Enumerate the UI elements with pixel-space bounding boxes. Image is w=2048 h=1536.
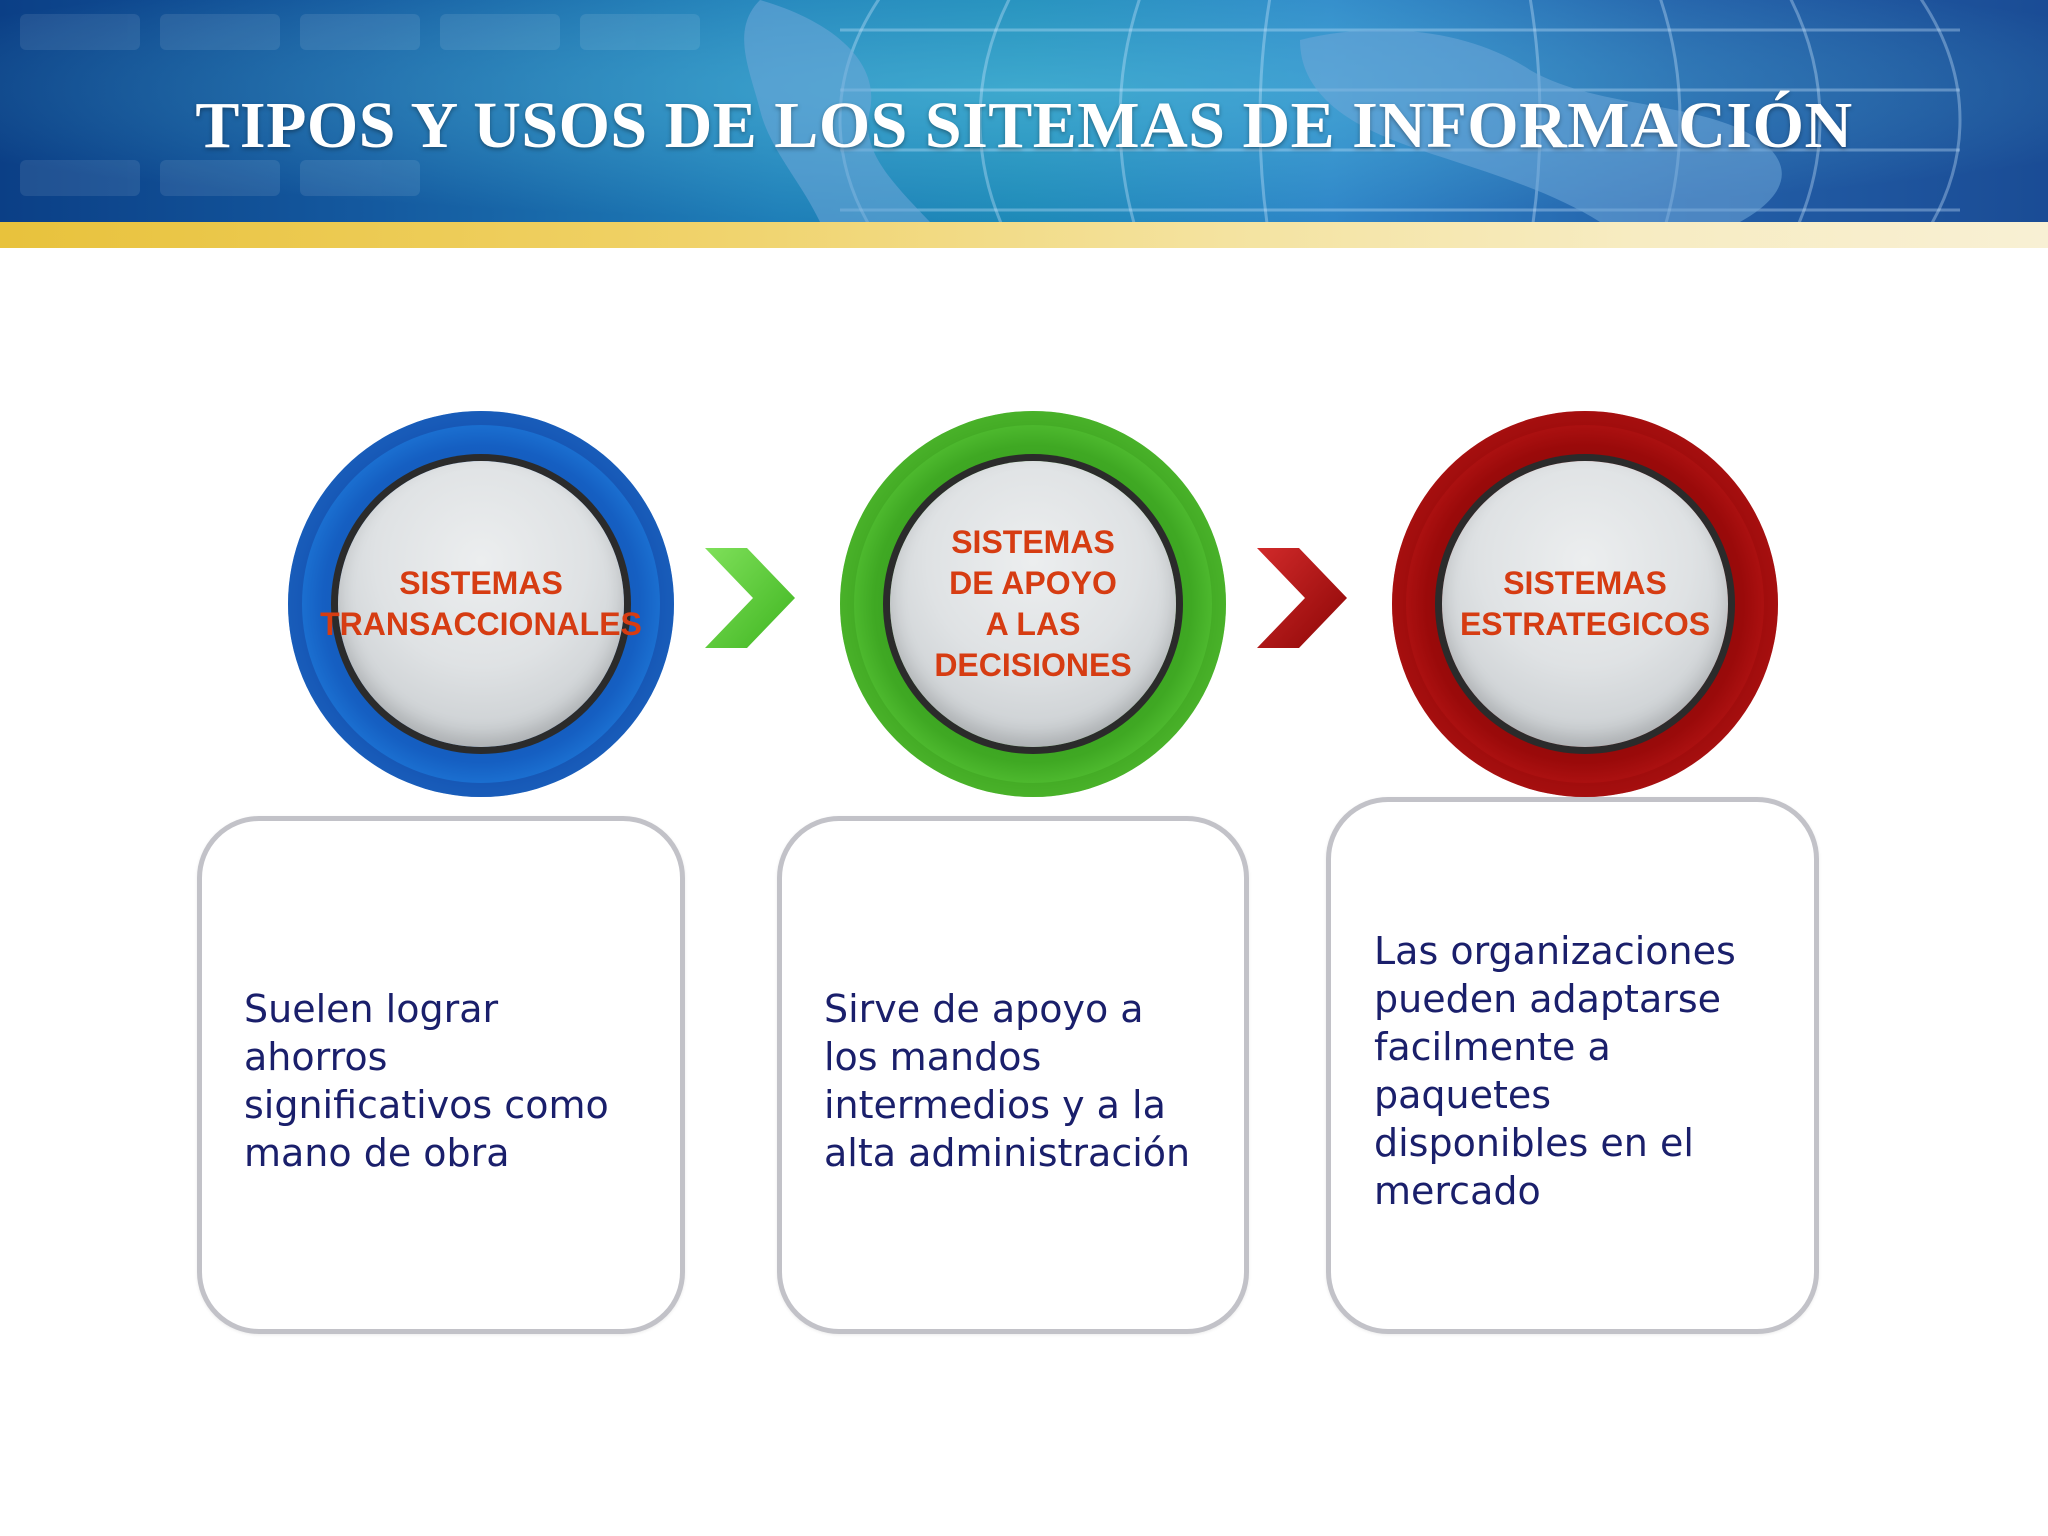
circle-sistemas-de-apoyo: SISTEMAS DE APOYO A LAS DECISIONES xyxy=(840,411,1226,797)
circle-label-line: DECISIONES xyxy=(934,647,1132,683)
circle-label-line: SISTEMAS xyxy=(951,524,1115,560)
page-title: TIPOS Y USOS DE LOS SITEMAS DE INFORMACI… xyxy=(195,89,1853,162)
circle-label-line: SISTEMAS xyxy=(399,565,563,601)
description-text: Suelen lograr ahorros significativos com… xyxy=(244,987,609,1175)
circle-inner xyxy=(890,461,1176,747)
circle-label-line: DE APOYO xyxy=(949,565,1117,601)
divider-bar xyxy=(0,222,2048,248)
description-text: Las organizaciones pueden adaptarse faci… xyxy=(1374,929,1736,1213)
description-box-estrategicos: Las organizaciones pueden adaptarse faci… xyxy=(1326,797,1819,1334)
circle-inner xyxy=(1442,461,1728,747)
description-box-transaccionales: Suelen lograr ahorros significativos com… xyxy=(197,816,685,1334)
chevron-right-icon xyxy=(1257,548,1347,648)
circle-label-line: TRANSACCIONALES xyxy=(320,606,642,642)
circle-inner xyxy=(338,461,624,747)
circle-label: SISTEMAS ESTRATEGICOS xyxy=(1405,563,1765,645)
globe-background-icon xyxy=(0,0,2048,222)
chevron-right-icon xyxy=(705,548,795,648)
circle-sistemas-transaccionales: SISTEMAS TRANSACCIONALES xyxy=(288,411,674,797)
circle-label-line: A LAS xyxy=(985,606,1081,642)
circle-label: SISTEMAS DE APOYO A LAS DECISIONES xyxy=(853,522,1213,686)
header-banner: TIPOS Y USOS DE LOS SITEMAS DE INFORMACI… xyxy=(0,0,2048,222)
description-box-apoyo-decisiones: Sirve de apoyo a los mandos intermedios … xyxy=(777,816,1249,1334)
circle-label-line: ESTRATEGICOS xyxy=(1459,606,1711,642)
description-text: Sirve de apoyo a los mandos intermedios … xyxy=(824,987,1191,1175)
circle-label-line: SISTEMAS xyxy=(1503,565,1667,601)
circle-label: SISTEMAS TRANSACCIONALES xyxy=(301,563,661,645)
circle-sistemas-estrategicos: SISTEMAS ESTRATEGICOS xyxy=(1392,411,1778,797)
